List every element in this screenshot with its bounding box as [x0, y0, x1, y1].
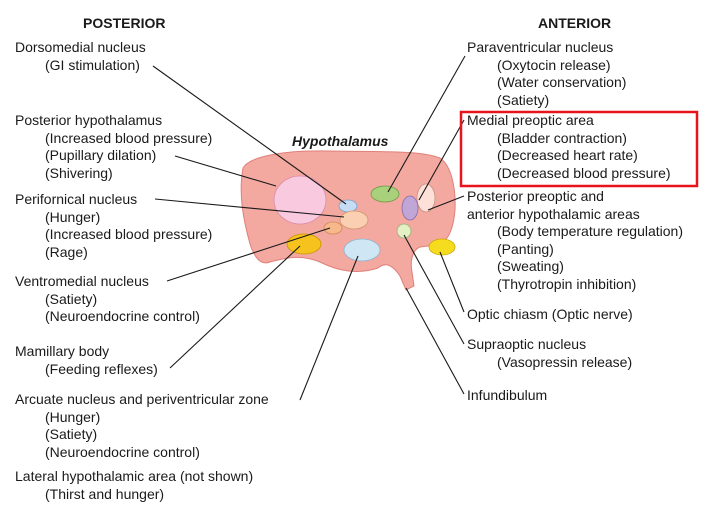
- highlight-box: [459, 110, 699, 188]
- optic-chiasm-region: [428, 238, 456, 256]
- medial-preoptic-region: [416, 183, 436, 213]
- label-function: (GI stimulation): [45, 56, 140, 73]
- supraoptic-nucleus-region: [396, 223, 412, 239]
- header-posterior: POSTERIOR: [83, 15, 166, 31]
- label-function: (Neuroendocrine control): [45, 443, 200, 460]
- label-function: (Water conservation): [497, 74, 627, 90]
- label-function: (Increased blood pressure): [45, 129, 213, 146]
- label-function: (Satiety): [45, 426, 98, 442]
- diagram-title: Hypothalamus: [292, 133, 389, 149]
- label-posterior-preoptic: Posterior preoptic and anterior hypothal…: [467, 188, 683, 293]
- label-function: (Neuroendocrine control): [45, 308, 200, 324]
- label-name: Mamillary body: [15, 343, 110, 359]
- label-name: Medial preoptic area: [467, 112, 594, 128]
- arcuate-nucleus-region: [343, 238, 381, 262]
- header-anterior: ANTERIOR: [538, 15, 612, 31]
- label-function: (Shivering): [45, 164, 113, 181]
- perifornical-nucleus-region: [323, 221, 343, 235]
- dorsomedial-nucleus-region: [338, 199, 358, 213]
- label-name: Ventromedial nucleus: [15, 273, 149, 289]
- label-name: Optic chiasm (Optic nerve): [467, 306, 633, 322]
- label-function: (Satiety): [45, 290, 98, 307]
- label-function: (Hunger): [45, 208, 101, 225]
- label-name-line2: anterior hypothalamic areas: [467, 205, 640, 222]
- label-function: (Decreased heart rate): [497, 147, 638, 163]
- label-function: (Decreased blood pressure): [497, 164, 671, 181]
- label-function: (Satiety): [497, 91, 550, 108]
- ventromedial-nucleus-region: [339, 210, 369, 230]
- label-name: Supraoptic nucleus: [467, 336, 587, 352]
- label-name: Infundibulum: [467, 387, 548, 403]
- label-medial-preoptic-area: Medial preoptic area (Bladder contractio…: [467, 112, 671, 182]
- label-function: (Body temperature regulation): [497, 223, 683, 239]
- paraventricular-nucleus-region: [370, 185, 400, 203]
- label-name: Paraventricular nucleus: [467, 39, 614, 55]
- label-name: Lateral hypothalamic area (not shown): [15, 468, 254, 484]
- anterior-hypothalamic-region: [401, 195, 419, 221]
- label-function: (Vasopressin release): [497, 353, 633, 370]
- label-posterior-hypothalamus: Posterior hypothalamus (Increased blood …: [15, 112, 212, 182]
- label-infundibulum: Infundibulum: [467, 387, 547, 405]
- label-function: (Thirst and hunger): [45, 485, 165, 502]
- label-name: Posterior hypothalamus: [15, 112, 163, 128]
- label-paraventricular-nucleus: Paraventricular nucleus (Oxytocin releas…: [467, 39, 626, 109]
- label-function: (Increased blood pressure): [45, 226, 213, 242]
- label-ventromedial-nucleus: Ventromedial nucleus (Satiety) (Neuroend…: [15, 273, 200, 326]
- label-function: (Hunger): [45, 408, 101, 425]
- label-function: (Rage): [45, 243, 88, 260]
- label-function: (Feeding reflexes): [45, 360, 158, 377]
- label-name: Dorsomedial nucleus: [15, 39, 146, 55]
- label-mamillary-body: Mamillary body (Feeding reflexes): [15, 343, 158, 378]
- label-lateral-hypothalamic-area: Lateral hypothalamic area (not shown) (T…: [15, 468, 253, 503]
- label-dorsomedial-nucleus: Dorsomedial nucleus (GI stimulation): [15, 39, 146, 74]
- label-function: (Sweating): [497, 258, 564, 274]
- label-perifornical-nucleus: Perifornical nucleus (Hunger) (Increased…: [15, 191, 212, 261]
- label-function: (Bladder contraction): [497, 129, 627, 146]
- label-arcuate-nucleus: Arcuate nucleus and periventricular zone…: [15, 391, 269, 461]
- label-supraoptic-nucleus: Supraoptic nucleus (Vasopressin release): [467, 336, 632, 371]
- label-name: Arcuate nucleus and periventricular zone: [15, 391, 269, 407]
- label-function: (Thyrotropin inhibition): [497, 275, 637, 292]
- label-name: Posterior preoptic and: [467, 188, 604, 204]
- label-optic-chiasm: Optic chiasm (Optic nerve): [467, 306, 633, 324]
- label-name: Perifornical nucleus: [15, 191, 138, 207]
- label-function: (Pupillary dilation): [45, 147, 157, 163]
- label-function: (Oxytocin release): [497, 56, 611, 73]
- label-function: (Panting): [497, 240, 554, 257]
- posterior-hypothalamus-region: [273, 175, 327, 225]
